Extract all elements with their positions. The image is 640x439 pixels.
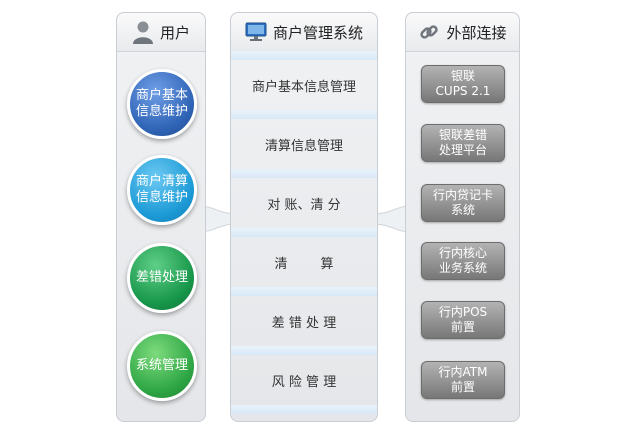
ext-label: 行内ATM 前置: [438, 365, 488, 394]
circle-label: 商户基本 信息维护: [135, 88, 188, 119]
merchant-system-panel: 商户管理系统 商户基本信息管理 清算信息管理 对 账、清 分 清 算 差 错 处…: [230, 12, 378, 422]
divider: [231, 405, 377, 414]
menu-item-clearing[interactable]: 清 算: [231, 237, 377, 287]
menu-item-label: 风 险 管 理: [271, 374, 337, 390]
ext-label: 行内贷记卡 系统: [432, 188, 493, 217]
menu-item-label: 商户基本信息管理: [251, 79, 356, 95]
ext-unionpay-cups[interactable]: 银联 CUPS 2.1: [421, 65, 505, 103]
user-panel-header: 用户: [117, 13, 205, 52]
ext-label: 行内核心 业务系统: [438, 246, 487, 275]
merchant-system-header: 商户管理系统: [231, 13, 377, 52]
ext-label: 银联差错 处理平台: [438, 128, 487, 157]
menu-item-reconciliation[interactable]: 对 账、清 分: [231, 178, 377, 228]
divider: [231, 169, 377, 178]
circle-merchant-basic-info[interactable]: 商户基本 信息维护: [127, 69, 197, 139]
external-connections-panel: 外部连接 银联 CUPS 2.1 银联差错 处理平台 行内贷记卡 系统 行内核心…: [405, 12, 520, 422]
ext-atm-frontend[interactable]: 行内ATM 前置: [421, 361, 505, 399]
divider: [231, 346, 377, 355]
circle-label: 商户清算 信息维护: [135, 174, 188, 205]
divider: [231, 110, 377, 119]
merchant-system-title: 商户管理系统: [272, 23, 363, 42]
divider: [231, 228, 377, 237]
circle-label: 差错处理: [135, 270, 188, 285]
menu-item-label: 清 算: [274, 256, 334, 272]
menu-item-clearing-info[interactable]: 清算信息管理: [231, 119, 377, 169]
circle-label: 系统管理: [135, 358, 188, 373]
menu-item-risk-management[interactable]: 风 险 管 理: [231, 355, 377, 405]
left-connector: [200, 205, 238, 233]
ext-label: 行内POS 前置: [438, 305, 488, 334]
circle-error-handling[interactable]: 差错处理: [127, 243, 197, 313]
right-connector: [372, 205, 410, 233]
user-panel-title: 用户: [159, 23, 190, 42]
ext-pos-frontend[interactable]: 行内POS 前置: [421, 301, 505, 339]
divider: [231, 287, 377, 296]
external-connections-title: 外部连接: [446, 23, 507, 42]
menu-item-label: 对 账、清 分: [267, 197, 341, 213]
ext-unionpay-error-platform[interactable]: 银联差错 处理平台: [421, 124, 505, 162]
menu-item-error-handling[interactable]: 差 错 处 理: [231, 296, 377, 346]
menu-item-label: 差 错 处 理: [271, 315, 337, 331]
monitor-icon: [245, 22, 267, 42]
ext-label: 银联 CUPS 2.1: [435, 69, 491, 98]
circle-system-management[interactable]: 系统管理: [127, 331, 197, 401]
circle-merchant-clearing-info[interactable]: 商户清算 信息维护: [127, 155, 197, 225]
divider: [231, 51, 377, 60]
ext-core-business-system[interactable]: 行内核心 业务系统: [421, 242, 505, 280]
menu-item-label: 清算信息管理: [264, 138, 343, 154]
ext-credit-card-system[interactable]: 行内贷记卡 系统: [421, 184, 505, 222]
link-icon: [418, 21, 440, 43]
menu-item-merchant-basic-info[interactable]: 商户基本信息管理: [231, 60, 377, 110]
user-panel: 用户 商户基本 信息维护 商户清算 信息维护 差错处理 系统管理: [116, 12, 206, 422]
external-connections-header: 外部连接: [406, 13, 519, 52]
user-icon: [132, 20, 154, 44]
